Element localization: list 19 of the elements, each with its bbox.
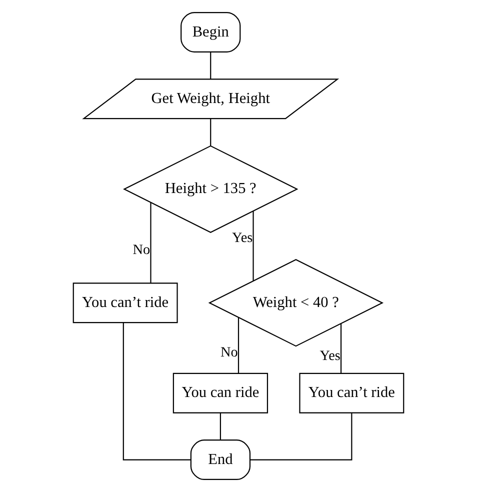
- connector: [238, 317, 240, 374]
- node-box: End: [190, 440, 251, 480]
- connector: [340, 324, 342, 374]
- node-box: Begin: [180, 12, 241, 52]
- edge-label: No: [220, 344, 238, 361]
- connector: [252, 211, 254, 281]
- connector: [250, 413, 352, 460]
- connector: [220, 413, 221, 440]
- connector: [210, 52, 212, 79]
- node-box: You can’t ride: [299, 372, 404, 414]
- connector: [122, 322, 191, 460]
- node-diamond: Weight < 40 ?: [208, 259, 384, 347]
- edge-label: Yes: [320, 348, 340, 364]
- edge-label: No: [132, 242, 150, 258]
- node-box: You can ride: [172, 372, 268, 414]
- node-box: You can’t ride: [72, 282, 178, 324]
- node-diamond: Height > 135 ?: [123, 145, 298, 233]
- connector: [150, 202, 152, 283]
- connector: [210, 118, 212, 146]
